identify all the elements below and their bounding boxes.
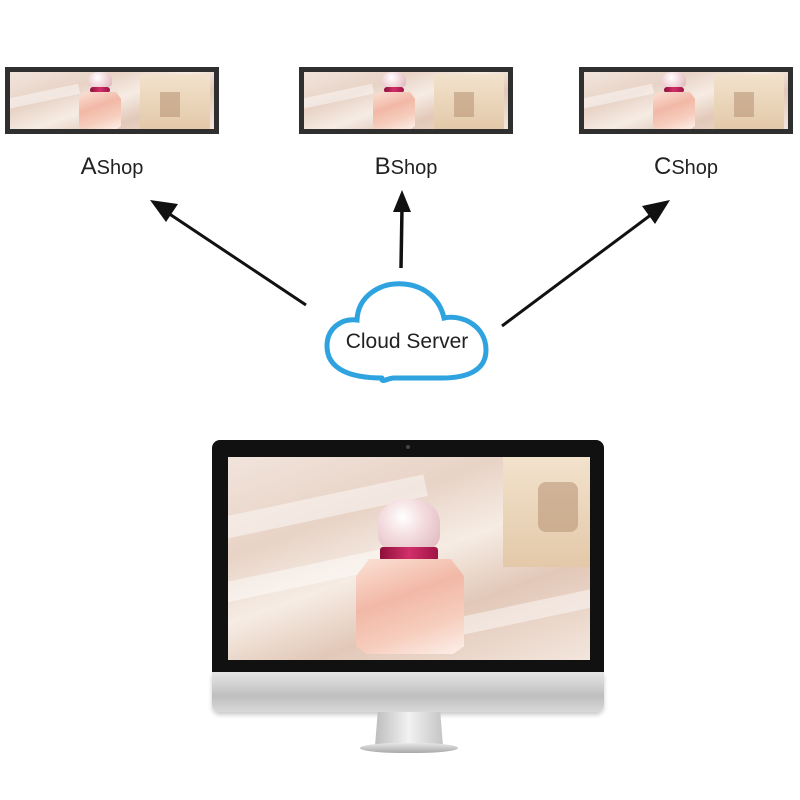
- stretched-bar-display-icon: [579, 67, 793, 134]
- arrow-icon: [393, 190, 411, 269]
- arrow-icon: [501, 200, 670, 328]
- shop-b: BShop: [299, 67, 513, 180]
- shop-letter: A: [80, 153, 97, 180]
- shop-name: Shop: [390, 157, 438, 179]
- monitor-stand: [375, 712, 443, 746]
- shop-c: CShop: [579, 67, 793, 180]
- shop-label: BShop: [299, 153, 513, 181]
- stretched-bar-display-icon: [299, 67, 513, 134]
- shop-a: AShop: [5, 67, 219, 180]
- shop-label: AShop: [5, 153, 219, 181]
- shop-name: Shop: [96, 157, 144, 179]
- perfume-image: [10, 72, 214, 129]
- monitor-screen-perfume-image: [228, 457, 590, 660]
- cloud-server-label: Cloud Server: [345, 330, 469, 353]
- arrow-icon: [150, 200, 307, 307]
- shop-label: CShop: [579, 153, 793, 181]
- monitor-base: [360, 743, 458, 753]
- monitor-bezel: [212, 440, 604, 672]
- shop-letter: C: [653, 153, 672, 180]
- desktop-monitor-icon: [212, 440, 604, 756]
- stretched-bar-display-icon: [5, 67, 219, 134]
- camera-icon: [406, 445, 410, 449]
- perfume-image: [304, 72, 508, 129]
- shop-letter: B: [374, 153, 391, 180]
- shop-name: Shop: [671, 157, 719, 179]
- cloud-icon: [324, 281, 489, 384]
- perfume-image: [584, 72, 788, 129]
- monitor-chin: [212, 672, 604, 712]
